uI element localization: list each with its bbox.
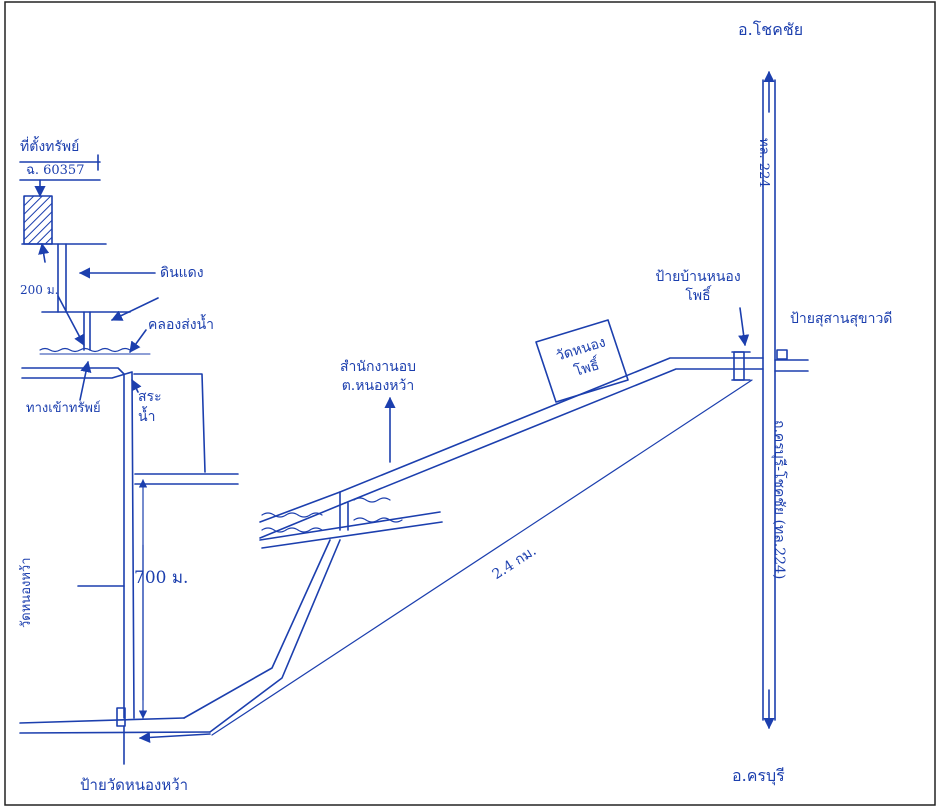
temple-nong-wa-sign-marker (116, 707, 126, 765)
property-site (19, 154, 159, 401)
village-sign-marker (731, 307, 751, 381)
label-temple-nong-wa-sign: ป้ายวัดหนองหว้า (80, 776, 189, 794)
canal-line (39, 347, 131, 353)
page-border (4, 1, 936, 806)
label-temple-nong-wa: วัดหนองหว้า (19, 557, 34, 628)
highway-224-road (762, 70, 776, 730)
side-road-700m (21, 367, 239, 719)
label-to-north: อ.โชคชัย (738, 20, 804, 39)
temple-nong-pho-box (535, 319, 629, 403)
label-dirt-road: ดินแดง (160, 265, 204, 281)
label-pond: สระน้ำ (138, 389, 162, 425)
label-tambon-office: สำนักงานอบต.หนองหว้า (339, 359, 416, 394)
label-entrance-path: ทางเข้าทรัพย์ (26, 401, 101, 416)
pond-arrow (131, 378, 142, 393)
label-site-deed: ฉ. 60357 (26, 163, 85, 178)
distance-line-2-4km (211, 379, 753, 736)
label-site-title: ที่ตั้งทรัพย์ (20, 139, 80, 155)
label-cemetery-sign: ป้ายสุสานสุขาวดี (790, 311, 893, 327)
label-highway-short: ทล. 224 (756, 138, 771, 188)
label-village-sign: ป้ายบ้านหนองโพธิ์ (655, 269, 741, 304)
label-canal: คลองส่งน้ำ (148, 317, 215, 333)
village-junction-road (774, 349, 809, 372)
label-highway-long: ถ.ครบุรี-โชคชัย (ทล.224) (771, 420, 787, 580)
main-road-diagonal (183, 357, 764, 733)
label-to-south: อ.ครบุรี (732, 766, 785, 785)
bottom-road (19, 717, 211, 744)
canal-wavy-lines (261, 497, 403, 533)
label-distance-site: 200 ม. (20, 283, 59, 297)
label-distance-side: 700 ม. (134, 568, 189, 588)
